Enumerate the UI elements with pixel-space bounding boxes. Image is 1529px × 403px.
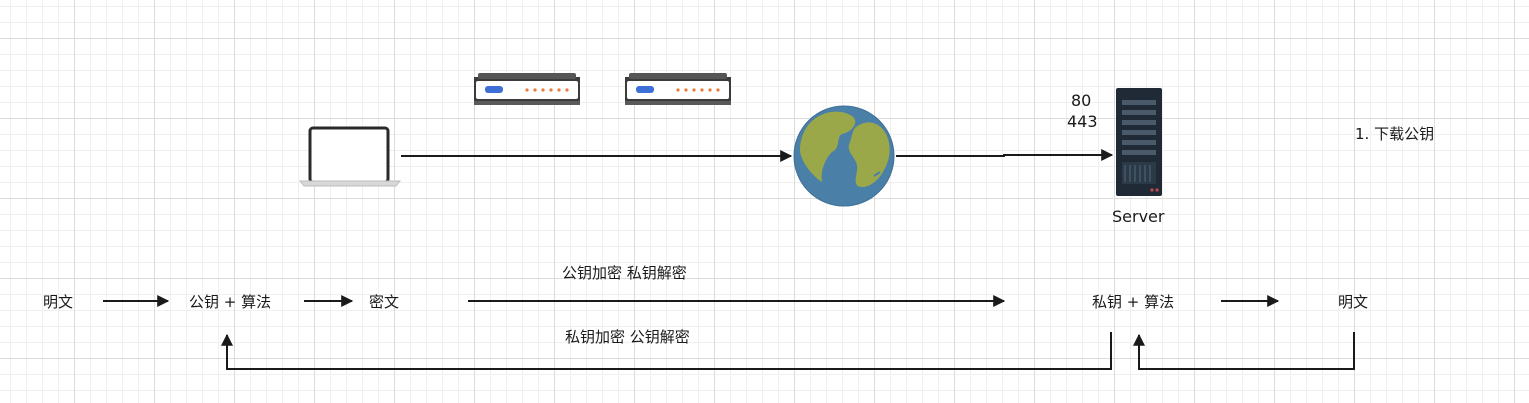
globe-icon [793,105,895,207]
internet-to-server-arrow [896,149,1114,161]
ciphertext-label: 密文 [369,293,400,311]
private-key-algorithm-label: 私钥 + 算法 [1092,293,1175,311]
server-label: Server [1112,207,1165,226]
plaintext-left-label: 明文 [43,293,74,311]
caption-public-encrypt-private-decrypt: 公钥加密 私钥解密 [562,264,687,282]
privkey-to-pubkey-return-arrow [221,332,1112,370]
caption-private-encrypt-public-decrypt: 私钥加密 公钥解密 [565,328,690,346]
note-download-public-key: 1. 下载公钥 [1355,125,1435,143]
server-port-https: 443 [1067,112,1098,131]
server-icon [1116,88,1162,196]
router-icon [474,73,580,105]
plaintext-to-privkey-return-arrow [1133,332,1355,370]
router-icon [625,73,731,105]
server-port-http: 80 [1071,91,1092,110]
laptop-icon [298,126,402,187]
public-key-algorithm-label: 公钥 + 算法 [189,293,272,311]
plaintext-right-label: 明文 [1338,293,1369,311]
